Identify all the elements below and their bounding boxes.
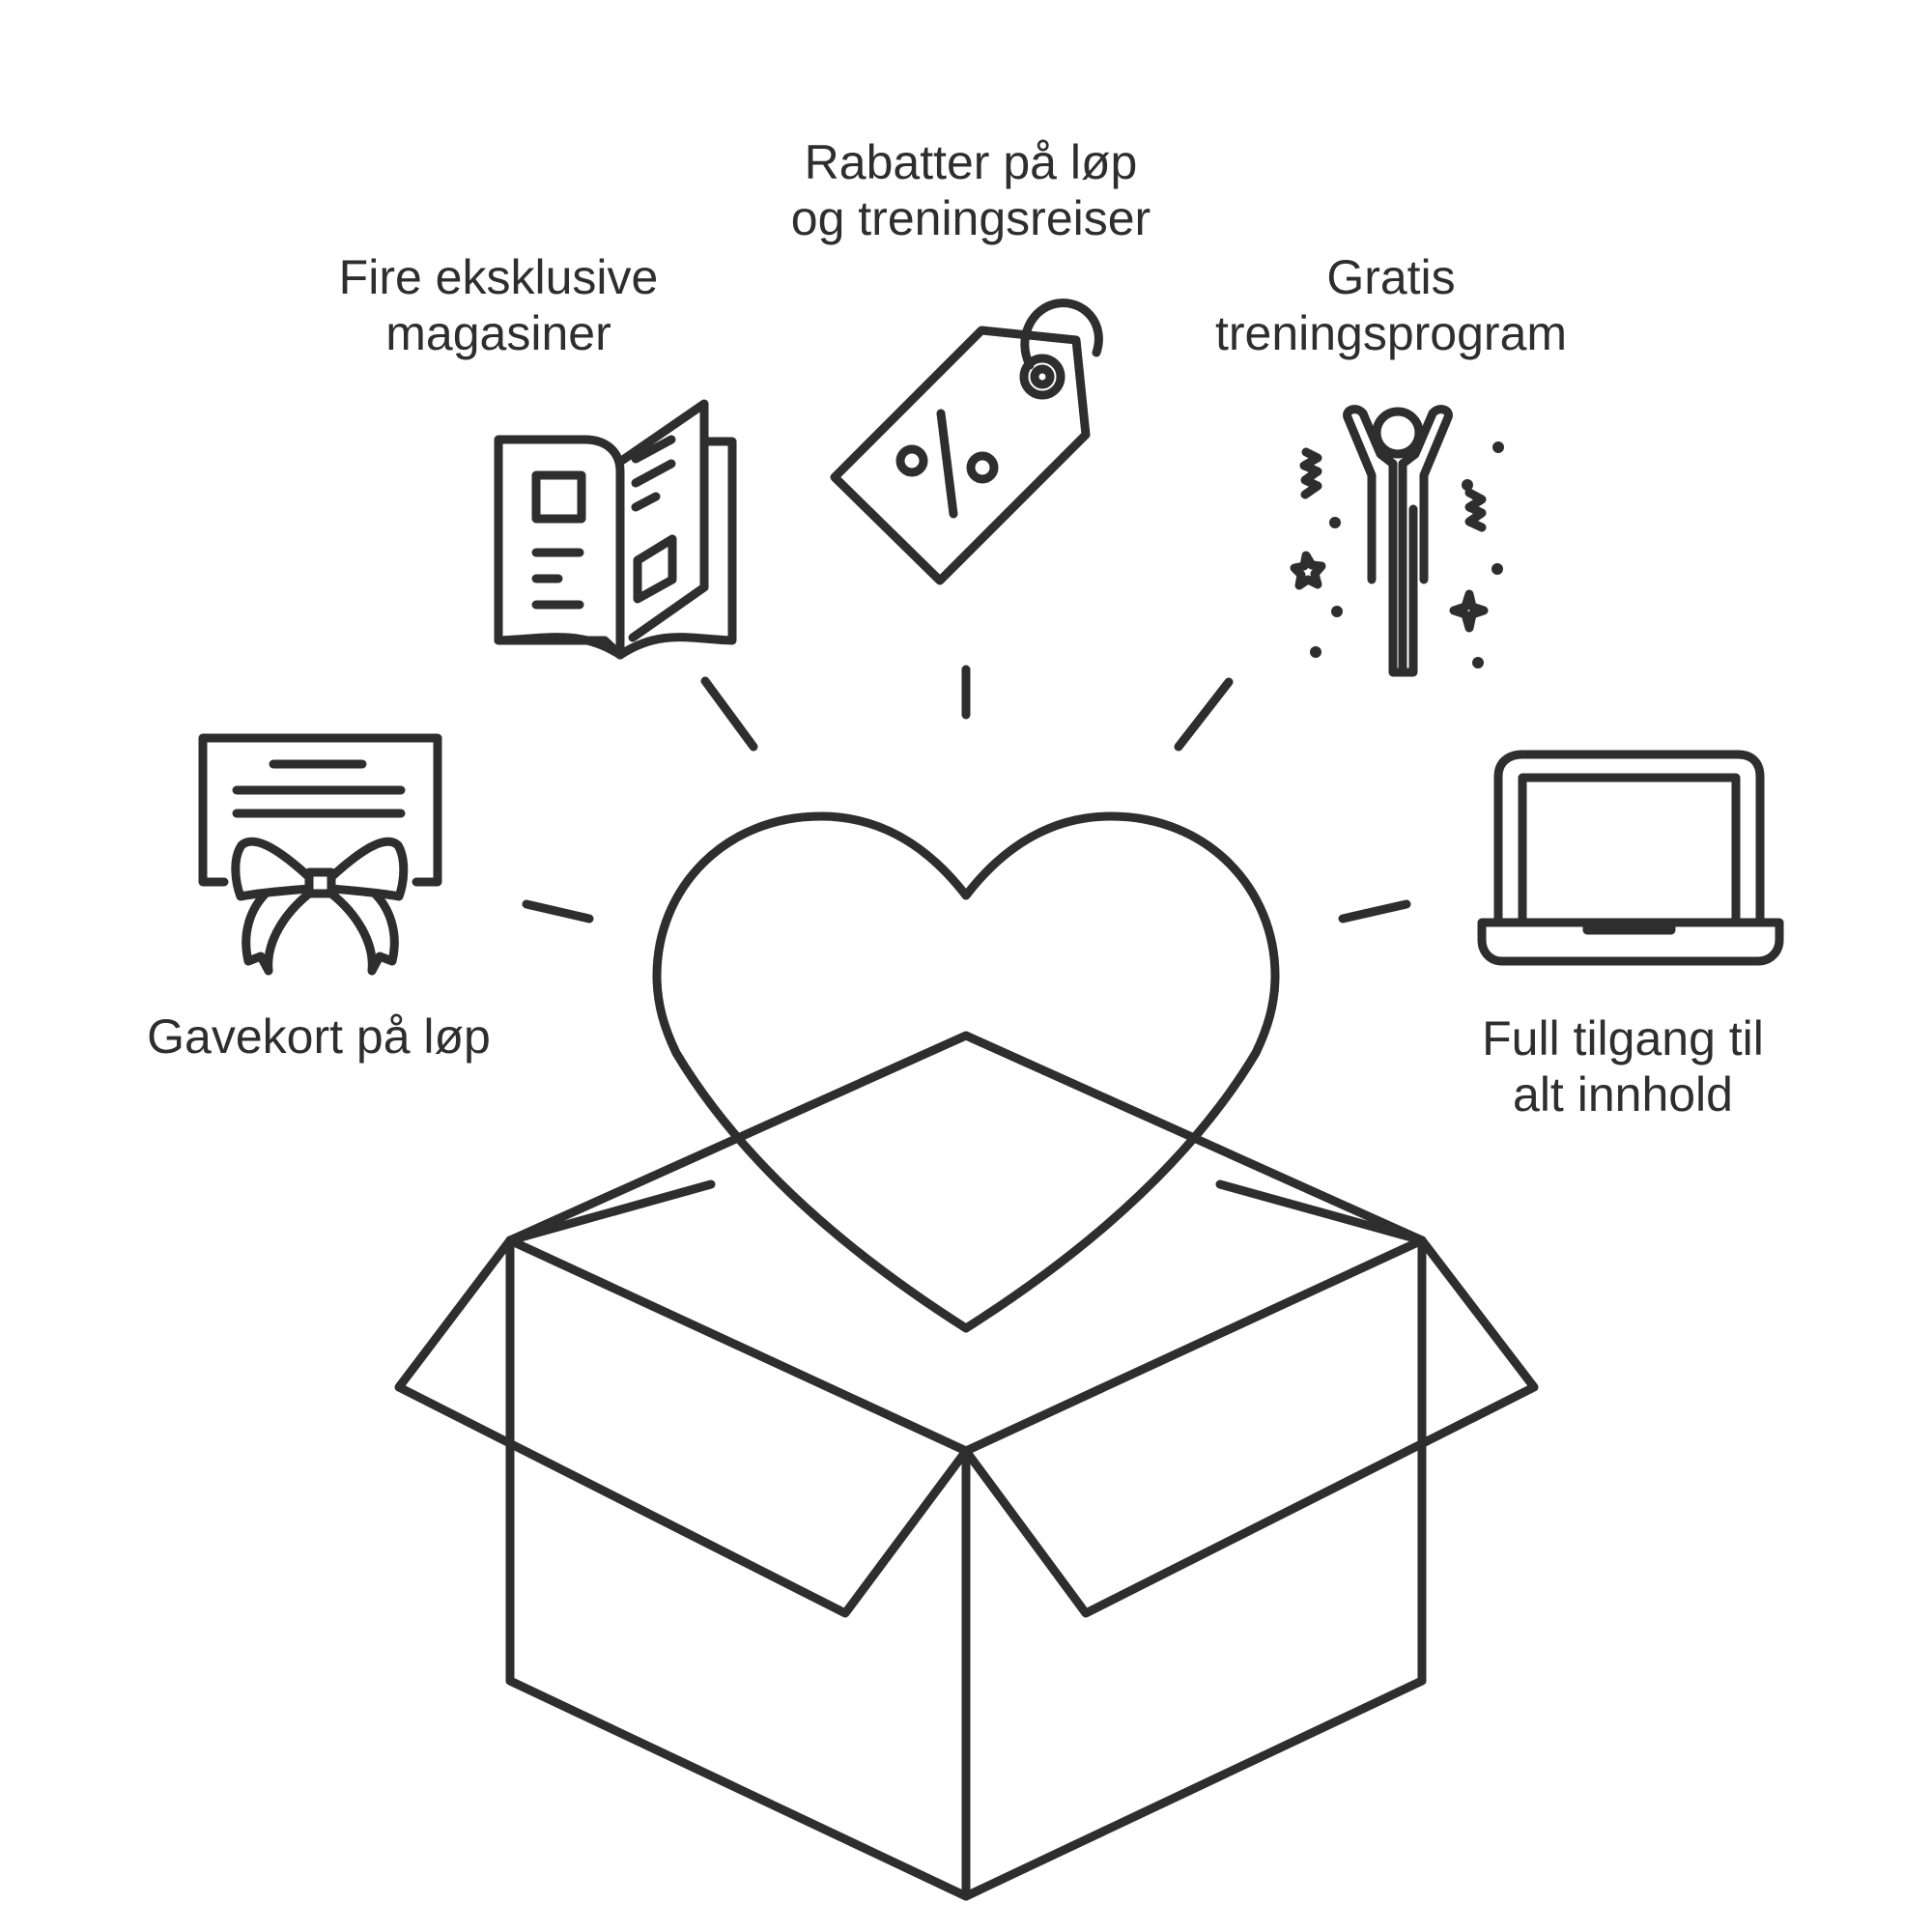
label-access: Full tilgang til alt innhold [1406,1010,1840,1122]
celebrating-person-icon [1290,405,1504,677]
label-giftcard: Gavekort på løp [106,1009,531,1065]
label-training: Gratis treningsprogram [1164,249,1618,361]
label-discounts: Rabatter på løp og treningsreiser [729,134,1212,246]
open-magazine-icon [494,399,737,660]
gift-card-bow-icon [198,733,442,976]
label-training-line2: treningsprogram [1214,306,1568,360]
label-discounts-line1: Rabatter på løp [804,135,1138,189]
label-access-line1: Full tilgang til [1482,1011,1764,1065]
laptop-icon [1477,750,1784,966]
label-magazines-line1: Fire eksklusive [338,250,659,304]
label-magazines: Fire eksklusive magasiner [305,249,692,361]
label-discounts-line2: og treningsreiser [790,191,1151,245]
heart-icon [652,811,1280,1333]
label-magazines-line2: magasiner [385,306,611,360]
open-box-icon [394,1031,1539,1901]
label-training-line1: Gratis [1326,250,1456,304]
label-giftcard-line1: Gavekort på løp [147,1009,491,1064]
percent-price-tag-icon [830,298,1103,585]
label-access-line2: alt innhold [1513,1067,1733,1122]
rays [522,665,1411,923]
